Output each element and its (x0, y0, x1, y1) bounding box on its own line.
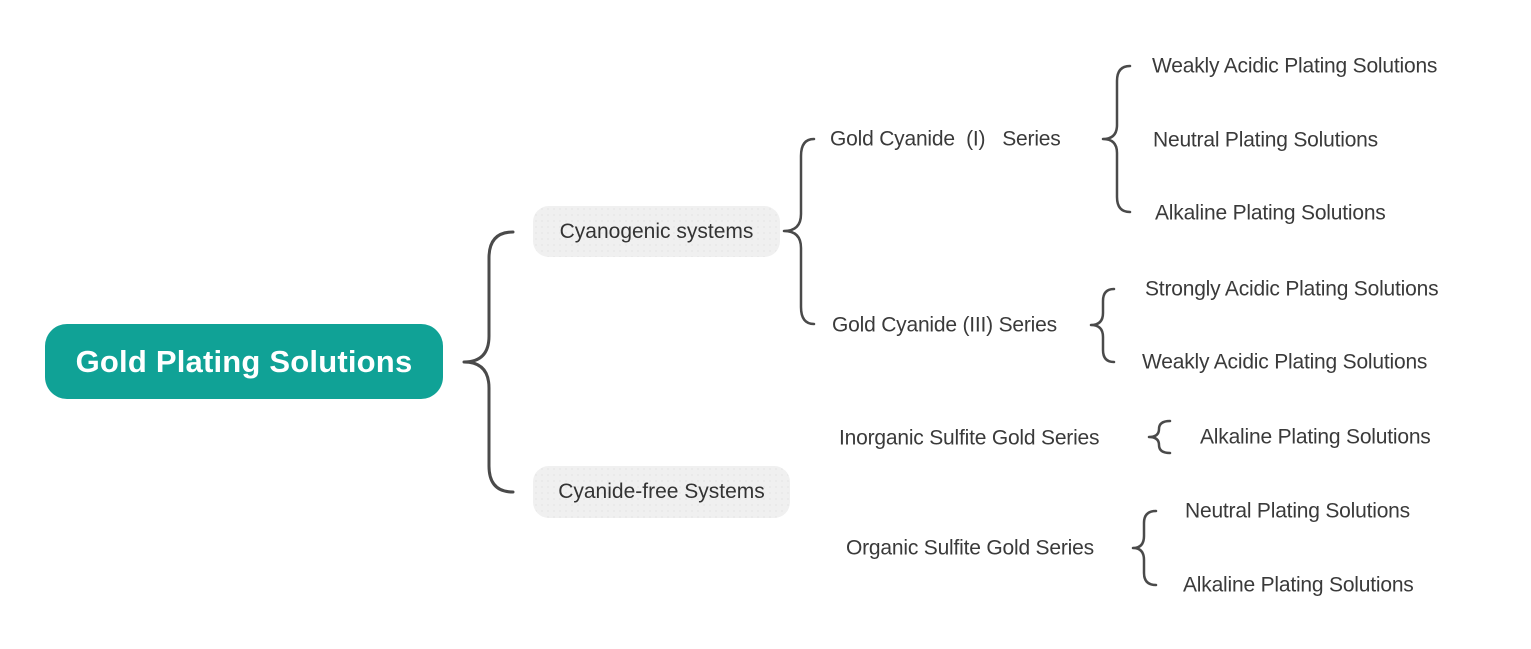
topic-neutral-plating-solutions-1[interactable]: Neutral Plating Solutions (1153, 128, 1378, 152)
topic-organic-sulfite-gold-series[interactable]: Organic Sulfite Gold Series (846, 536, 1094, 560)
topic-alkaline-plating-solutions-2[interactable]: Alkaline Plating Solutions (1200, 425, 1431, 449)
topic-weakly-acidic-plating-solutions-2[interactable]: Weakly Acidic Plating Solutions (1142, 350, 1428, 374)
brace-inorganic-sulfite-children (1147, 419, 1172, 455)
topic-weakly-acidic-plating-solutions-1[interactable]: Weakly Acidic Plating Solutions (1152, 54, 1438, 78)
brace-cyanogenic-children (782, 137, 816, 326)
branch-topic-cyanogenic-systems[interactable]: Cyanogenic systems (533, 206, 780, 257)
topic-neutral-plating-solutions-2[interactable]: Neutral Plating Solutions (1185, 499, 1410, 523)
topic-alkaline-plating-solutions-1[interactable]: Alkaline Plating Solutions (1155, 201, 1386, 225)
topic-strongly-acidic-plating-solutions[interactable]: Strongly Acidic Plating Solutions (1145, 277, 1439, 301)
brace-organic-sulfite-children (1131, 509, 1158, 587)
brace-root-to-branches (462, 230, 515, 494)
brace-gold-cyanide-1-children (1101, 64, 1132, 214)
topic-inorganic-sulfite-gold-series[interactable]: Inorganic Sulfite Gold Series (839, 426, 1100, 450)
topic-gold-cyanide-3-series[interactable]: Gold Cyanide (III) Series (832, 313, 1057, 337)
topic-alkaline-plating-solutions-3[interactable]: Alkaline Plating Solutions (1183, 573, 1414, 597)
branch-topic-cyanide-free-systems[interactable]: Cyanide-free Systems (533, 466, 790, 518)
brace-gold-cyanide-3-children (1089, 287, 1116, 364)
topic-gold-cyanide-1-series[interactable]: Gold Cyanide (I) Series (830, 127, 1061, 151)
root-topic[interactable]: Gold Plating Solutions (45, 324, 443, 399)
